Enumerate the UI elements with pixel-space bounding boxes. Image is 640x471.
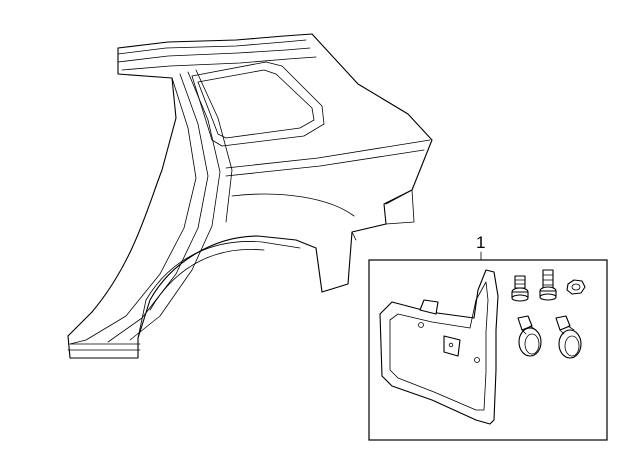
wheel-arch — [145, 241, 301, 301]
mud-flap — [379, 269, 499, 425]
quarter-panel-outline — [67, 33, 433, 359]
nut — [566, 279, 586, 295]
clip — [555, 315, 582, 359]
callout-1: 1 — [476, 233, 485, 261]
c-pillar-edge — [69, 77, 197, 345]
kit-box — [368, 259, 608, 441]
screw — [511, 275, 529, 302]
clip — [517, 315, 542, 357]
roof-flange — [117, 39, 307, 75]
callout-label: 1 — [476, 233, 485, 252]
bolt — [539, 269, 557, 301]
quarter-panel — [67, 33, 433, 359]
quarter-window-opening — [191, 61, 325, 147]
